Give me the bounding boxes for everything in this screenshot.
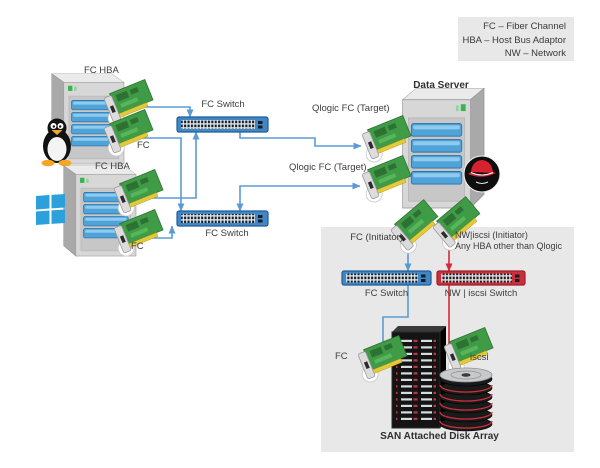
iscsi-switch-label: NW | iscsi Switch (444, 288, 518, 299)
windows-fc-hba-label: FC HBA (95, 161, 130, 172)
data-server-label: Data Server (413, 80, 469, 91)
legend-item-hba: HBA – Host Bus Adaptor (462, 34, 566, 46)
legend-item-fc: FC – Fiber Channel (483, 21, 566, 32)
disk-fc-label: FC (335, 351, 348, 362)
tux-icon (41, 118, 72, 167)
fc-link-label-top: FC (137, 140, 150, 151)
iscsi-initiator-line2: Any HBA other than Qlogic (455, 240, 563, 251)
qlogic-target-1-label: Qlogic FC (Target) (312, 103, 390, 114)
fc-switch-2 (176, 210, 269, 227)
windows-logo-icon (36, 193, 65, 225)
legend-item-nw: NW – Network (504, 48, 566, 59)
redhat-icon (463, 155, 501, 193)
qlogic-target-2-label: Qlogic FC (Target) (289, 162, 367, 173)
san-array-label: SAN Attached Disk Array (380, 431, 499, 442)
fc-switch-3-label: FC Switch (364, 288, 409, 299)
fc-switch-3 (341, 270, 432, 286)
disk-stack-icon (439, 367, 493, 432)
data-server-tower (402, 87, 485, 209)
iscsi-switch (436, 270, 526, 286)
iscsi-initiator-label: NW|iscsi (Initiator) Any HBA other than … (455, 230, 562, 251)
fc-initiator-label: FC (Initiator) (350, 232, 403, 243)
fc-switch-1-label: FC Switch (201, 99, 245, 110)
fc-connector-switch1-qlogic1 (239, 132, 362, 150)
fc-connector-switch3-array (379, 285, 409, 357)
fc-connector-switch2-qlogic2 (236, 182, 361, 212)
fc-link-label-bottom: FC (131, 241, 144, 252)
fc-switch-1 (176, 116, 269, 133)
fc-switch-2-label: FC Switch (205, 228, 249, 239)
legend: FC – Fiber Channel HBA – Host Bus Adapto… (458, 17, 574, 61)
linux-fc-hba-label: FC HBA (84, 65, 119, 76)
disk-iscsi-label: iscsi (470, 352, 489, 363)
iscsi-initiator-line1: NW|iscsi (Initiator) (455, 230, 528, 240)
